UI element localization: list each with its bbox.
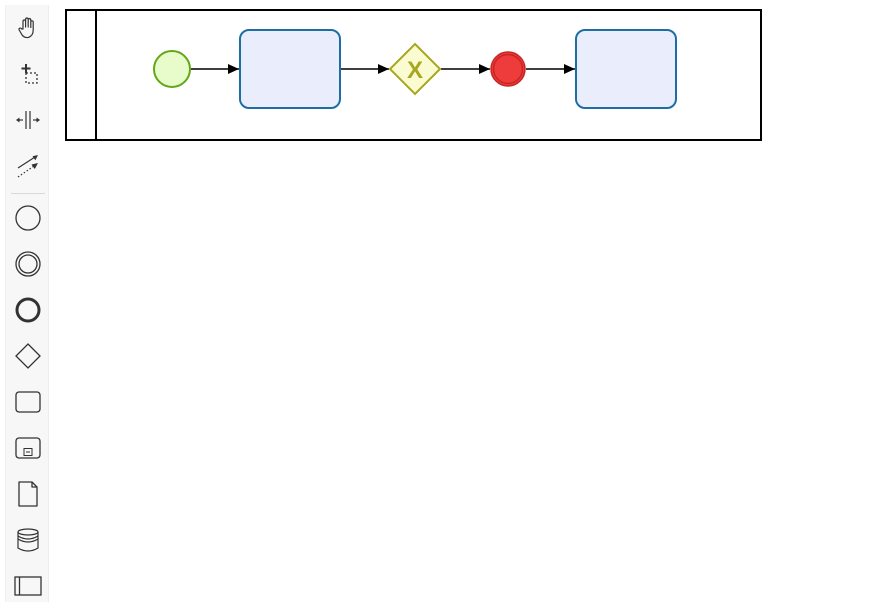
task-icon	[15, 391, 41, 413]
space-tool[interactable]	[6, 100, 50, 140]
data-store-icon	[17, 528, 39, 552]
create-task[interactable]	[6, 382, 50, 422]
create-participant[interactable]	[6, 566, 50, 602]
global-connect-tool[interactable]	[6, 146, 50, 186]
start-event-icon	[15, 205, 41, 231]
gateway-icon	[15, 343, 41, 369]
end-event[interactable]	[490, 51, 526, 87]
subprocess-icon	[15, 437, 41, 459]
lasso-icon	[21, 64, 38, 84]
task-2[interactable]	[575, 29, 677, 109]
start-event[interactable]	[153, 50, 191, 88]
connect-icon	[17, 155, 38, 178]
exclusive-gateway[interactable]: X	[388, 42, 442, 96]
create-data-object[interactable]	[6, 474, 50, 514]
space-icon	[16, 111, 40, 129]
hand-icon	[18, 17, 34, 39]
create-intermediate-event[interactable]	[6, 244, 50, 284]
gateway-marker: X	[407, 57, 423, 84]
lasso-tool[interactable]	[6, 54, 50, 94]
task-1[interactable]	[239, 29, 341, 109]
create-subprocess[interactable]	[6, 428, 50, 468]
create-end-event[interactable]	[6, 290, 50, 330]
end-event-icon	[15, 297, 41, 323]
create-data-store[interactable]	[6, 520, 50, 560]
data-object-icon	[18, 481, 38, 507]
intermediate-event-icon	[15, 251, 41, 277]
palette-separator	[11, 193, 45, 194]
create-start-event[interactable]	[6, 198, 50, 238]
hand-tool[interactable]	[6, 8, 50, 48]
participant-icon	[14, 576, 42, 596]
create-gateway[interactable]	[6, 336, 50, 376]
tool-palette	[5, 5, 49, 602]
